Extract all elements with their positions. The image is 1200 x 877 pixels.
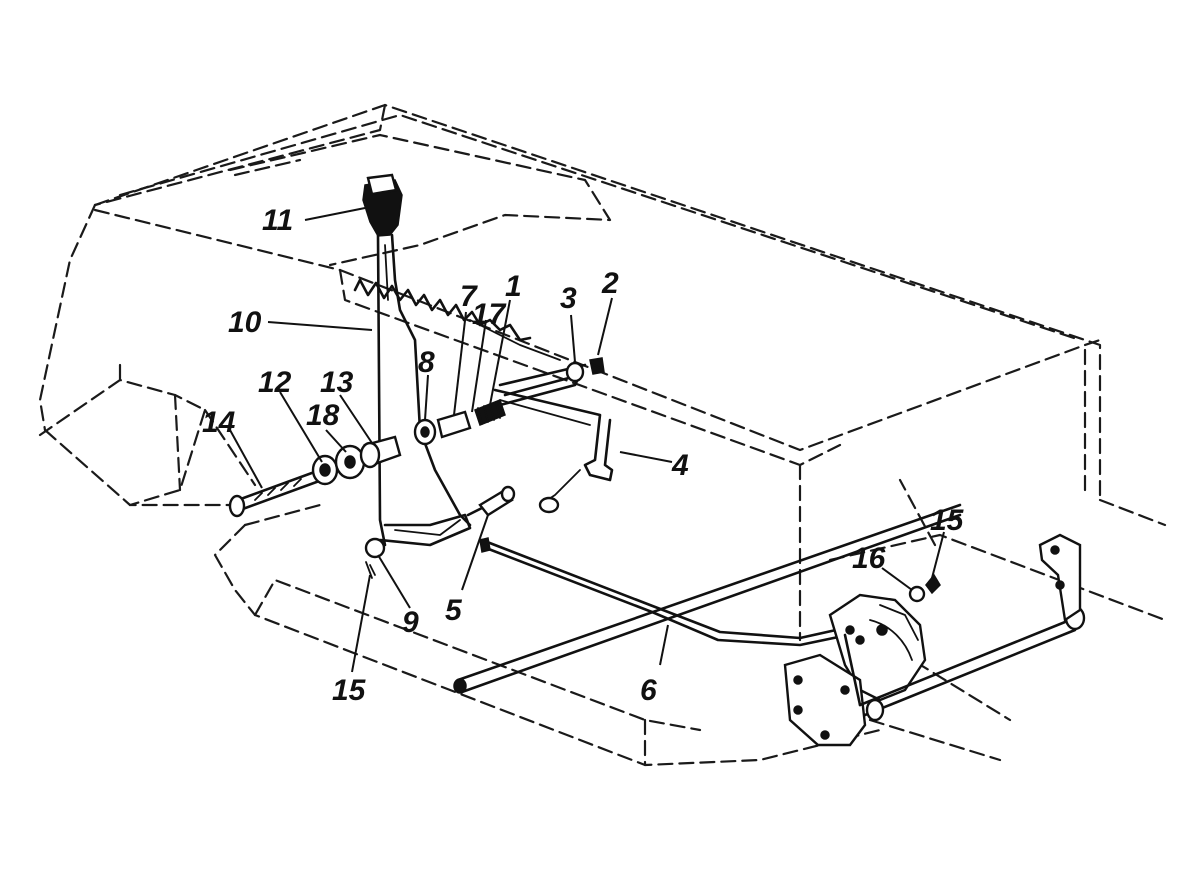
callout-1: 1 [505,270,522,303]
callout-6: 6 [640,674,657,707]
bracket-arm [493,357,614,482]
leader-lines [229,207,945,673]
callout-4: 4 [671,449,689,482]
shift-knob [362,173,403,237]
clevis-pin-9 [364,537,386,579]
shift-rod [479,537,850,647]
callout-9: 9 [402,606,419,639]
callout-18: 17 [472,298,507,331]
callout-13: 12 [258,366,292,399]
callout-15-right: 15 [930,504,965,537]
cotter-pin-5 [466,469,581,517]
callout-8: 8 [418,346,435,379]
callout-15-left: 15 [332,674,367,707]
callout-2: 2 [601,267,619,300]
housing-outline [38,103,1167,767]
callout-10: 10 [228,306,262,339]
long-axle [453,503,962,694]
callout-3: 3 [560,282,577,315]
callout-17: 18 [306,399,340,432]
callout-12: 13 [320,366,354,399]
callout-11: 11 [262,204,293,237]
callout-14: 14 [202,406,236,439]
callout-5: 5 [445,594,463,627]
shift-gate [353,278,561,361]
transmission-linkage [783,533,1086,747]
callout-16: 16 [852,542,886,575]
shift-lever [376,233,472,547]
callout-7: 7 [460,280,478,313]
callout-labels: 11 10 12 13 18 14 8 7 17 1 3 2 4 5 9 15 … [202,204,965,707]
pivot-bolt-assembly [228,399,506,518]
